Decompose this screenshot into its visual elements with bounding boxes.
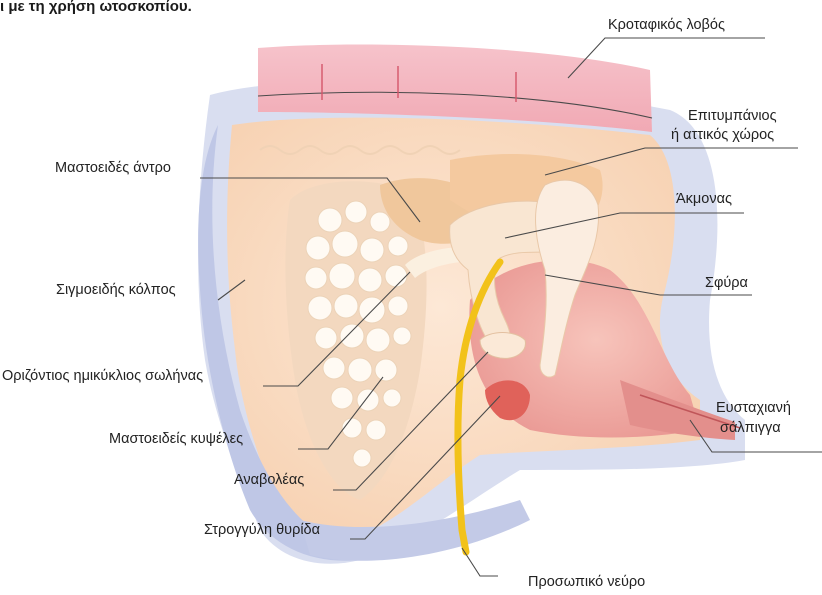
label-eustachian-2: σάλπιγγα <box>720 420 781 436</box>
label-round-window: Στρογγύλη θυρίδα <box>204 522 320 538</box>
label-semicircular-canal: Οριζόντιος ημικύκλιος σωλήνας <box>2 368 203 384</box>
label-mastoid-antrum: Μαστοειδές άντρο <box>55 160 171 176</box>
label-facial-nerve: Προσωπικό νεύρο <box>528 574 645 590</box>
label-epitympanic-1: Επιτυμπάνιος <box>688 108 777 124</box>
label-sigmoid-sinus: Σιγμοειδής κόλπος <box>56 282 176 298</box>
label-mastoid-cells: Μαστοειδείς κυψέλες <box>109 431 243 447</box>
label-stapes: Αναβολέας <box>234 472 304 488</box>
label-epitympanic-2: ή αττικός χώρος <box>671 127 774 143</box>
label-incus: Άκμονας <box>676 191 732 207</box>
label-temporal-lobe: Κροταφικός λοβός <box>608 17 725 33</box>
label-eustachian-1: Ευσταχιανή <box>716 400 791 416</box>
label-malleus: Σφύρα <box>705 275 748 291</box>
